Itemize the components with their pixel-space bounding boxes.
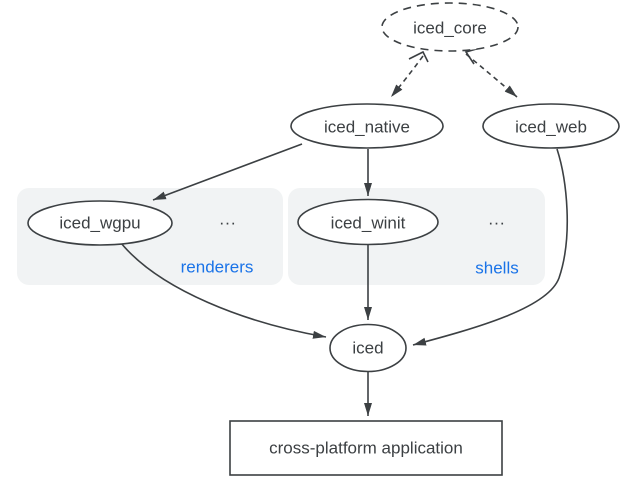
iced-core-label: iced_core — [413, 18, 487, 38]
application-label: cross-platform application — [269, 438, 463, 458]
renderers-group-label: renderers — [180, 257, 254, 277]
iced-label: iced — [352, 338, 384, 358]
edge-iced-core-to-iced-web — [465, 53, 518, 98]
iced-native-label: iced_native — [323, 117, 411, 137]
renderers-ellipsis-label: ... — [219, 209, 237, 229]
iced-winit-label: iced_winit — [330, 213, 406, 233]
edge-iced-core-to-iced-native — [390, 55, 424, 98]
vee-arrowhead-right-icon — [464, 47, 481, 65]
vee-arrowhead-left-icon — [408, 50, 429, 63]
shells-group-label: shells — [475, 258, 519, 278]
shells-ellipsis-label: ... — [488, 209, 506, 229]
iced-web-label: iced_web — [515, 117, 587, 137]
iced-wgpu-label: iced_wgpu — [59, 213, 141, 233]
